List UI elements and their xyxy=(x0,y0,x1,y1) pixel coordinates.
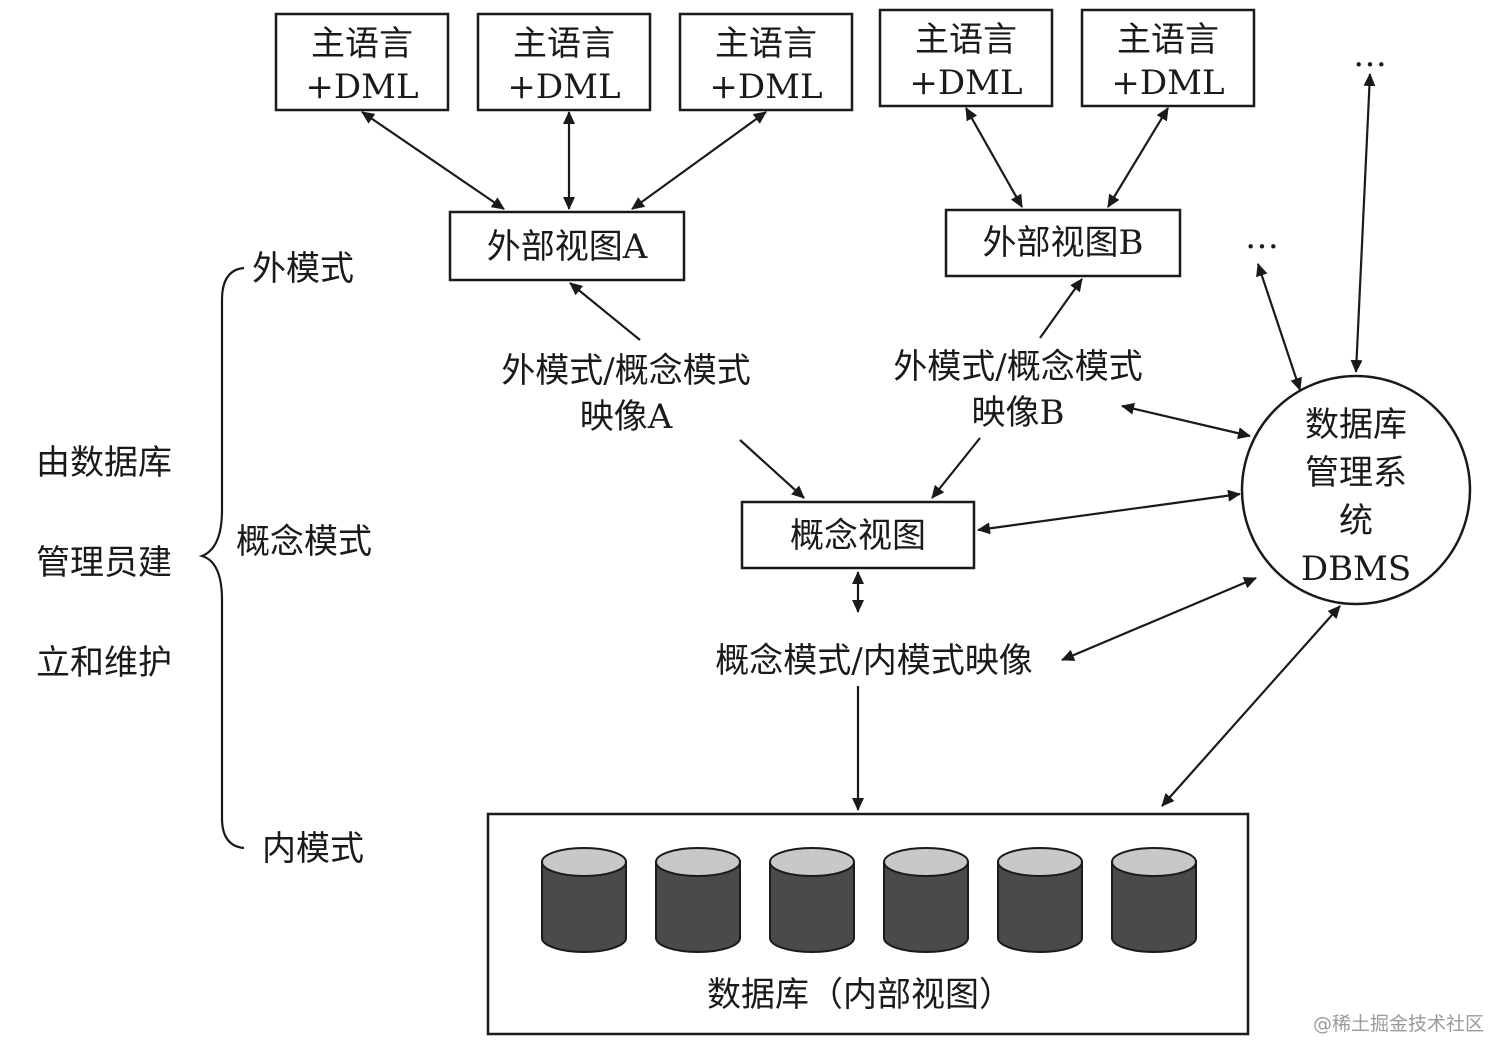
dbms-line4: DBMS xyxy=(1301,549,1411,589)
dbms-line3: 统 xyxy=(1339,501,1373,541)
database-label: 数据库（内部视图） xyxy=(707,975,1013,1015)
database-cylinder-icon xyxy=(769,847,855,953)
admin-note-line2: 管理员建 xyxy=(36,543,172,583)
host-language-box-2: 主语言 +DML xyxy=(476,12,652,112)
external-view-a-label: 外部视图A xyxy=(487,227,648,267)
dbms-line1: 数据库 xyxy=(1305,405,1407,445)
dml-label: +DML xyxy=(909,63,1022,103)
connector-arrows xyxy=(361,73,1376,811)
mapping-b-line1: 外模式/概念模式 xyxy=(893,347,1142,387)
ellipsis-mid: … xyxy=(1245,217,1279,257)
schema-brace xyxy=(198,266,245,850)
dml-label: +DML xyxy=(709,67,822,107)
host-language-box-5: 主语言 +DML xyxy=(1080,8,1256,108)
external-conceptual-mapping-b: 外模式/概念模式 映像B xyxy=(893,347,1142,433)
admin-note-line3: 立和维护 xyxy=(36,643,172,683)
dbms-circle: 数据库 管理系 统 DBMS xyxy=(1240,374,1472,606)
database-cylinder-icon xyxy=(997,847,1083,953)
host-language-box-3: 主语言 +DML xyxy=(678,12,854,112)
external-view-b-label: 外部视图B xyxy=(983,223,1144,263)
conceptual-schema-label: 概念模式 xyxy=(236,522,372,562)
database-cylinder-icon xyxy=(883,847,969,953)
host-language-label: 主语言 xyxy=(715,24,817,64)
host-language-label: 主语言 xyxy=(513,24,615,64)
watermark: @稀土掘金技术社区 xyxy=(1313,1013,1484,1035)
internal-schema-label: 内模式 xyxy=(262,829,364,869)
dml-label: +DML xyxy=(1111,63,1224,103)
mapping-a-line1: 外模式/概念模式 xyxy=(501,351,750,391)
external-conceptual-mapping-a: 外模式/概念模式 映像A xyxy=(501,351,750,437)
host-language-label: 主语言 xyxy=(1117,20,1219,60)
host-language-box-1: 主语言 +DML xyxy=(274,12,450,112)
dml-label: +DML xyxy=(507,67,620,107)
database-cylinder-icon xyxy=(1111,847,1197,953)
admin-note: 由数据库 管理员建 立和维护 xyxy=(36,443,172,683)
host-language-label: 主语言 xyxy=(915,20,1017,60)
mapping-b-line2: 映像B xyxy=(972,393,1065,433)
dbms-line2: 管理系 xyxy=(1305,453,1407,493)
admin-note-line1: 由数据库 xyxy=(36,443,172,483)
database-internal-view: 数据库（内部视图） xyxy=(486,812,1250,1036)
dml-label: +DML xyxy=(305,67,418,107)
external-schema-label: 外模式 xyxy=(252,249,354,289)
external-view-b: 外部视图B xyxy=(944,208,1182,278)
conceptual-internal-mapping-label: 概念模式/内模式映像 xyxy=(715,641,1032,681)
conceptual-view: 概念视图 xyxy=(740,500,976,570)
mapping-a-line2: 映像A xyxy=(580,397,673,437)
ellipsis-top: … xyxy=(1353,35,1387,75)
database-cylinder-icon xyxy=(541,847,627,953)
conceptual-view-label: 概念视图 xyxy=(790,516,926,556)
host-language-box-4: 主语言 +DML xyxy=(878,8,1054,108)
external-view-a: 外部视图A xyxy=(448,210,686,282)
host-language-label: 主语言 xyxy=(311,24,413,64)
database-cylinders xyxy=(541,847,1197,953)
database-cylinder-icon xyxy=(655,847,741,953)
